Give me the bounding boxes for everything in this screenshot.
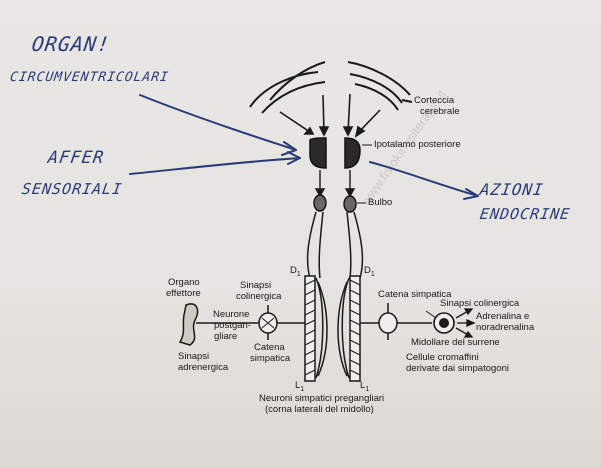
label-neurone-1: Neurone	[213, 310, 249, 320]
right-ganglion	[379, 313, 397, 333]
cortex-arc-right	[355, 84, 398, 110]
spinal-column-left	[305, 276, 315, 381]
label-adrenalina-2: noradrenalina	[476, 323, 534, 333]
pen-note-afferenze-2: SENSORIALI	[21, 180, 124, 198]
label-sinapsi-adr-1: Sinapsi	[178, 352, 209, 362]
label-bulbo: Bulbo	[368, 198, 392, 208]
label-d1-right: D1	[364, 266, 375, 280]
label-catena-left-1: Catena	[254, 343, 285, 353]
pen-note-circumventricolari: CIRCUMVENTRICOLARI	[9, 70, 170, 85]
bulbo-right	[344, 196, 356, 212]
label-midollare: Midollare del surrene	[411, 338, 500, 348]
label-sinapsi-col-left-2: colinergica	[236, 292, 281, 302]
spinal-tracts	[308, 212, 363, 278]
label-organo-1: Organo	[168, 278, 200, 288]
pen-note-organi: ORGAN!	[30, 32, 112, 56]
arrow-afferenze	[130, 158, 300, 174]
hypothalamus-right	[345, 138, 360, 168]
cortex-label-line	[402, 100, 412, 102]
effector-organ	[180, 304, 198, 345]
label-sinapsi-adr-2: adrenergica	[178, 363, 228, 373]
arrow-azioni	[370, 162, 478, 196]
label-neurone-3: gliare	[214, 332, 237, 342]
cortex-arcs	[250, 62, 412, 113]
cortex-arrows	[280, 94, 380, 136]
right-chain	[360, 303, 432, 340]
label-corteccia-1: Corteccia	[414, 96, 454, 106]
label-sinapsi-col-right: Sinapsi colinergica	[440, 299, 519, 309]
cortex-arc-left	[270, 62, 325, 100]
label-organo-2: effettore	[166, 289, 201, 299]
label-cellule-2: derivate dai simpatogoni	[406, 364, 509, 374]
spinal-cord	[305, 276, 360, 381]
spinal-column-right	[350, 276, 360, 381]
label-corteccia-2: cerebrale	[420, 107, 460, 117]
label-adrenalina-1: Adrenalina e	[476, 312, 529, 322]
pen-note-azioni-2: ENDOCRINE	[479, 205, 572, 223]
label-catena-left-2: simpatica	[250, 354, 290, 364]
bulbo-left	[314, 195, 326, 211]
label-sinapsi-col-left-1: Sinapsi	[240, 281, 271, 291]
adrenal-medulla	[434, 313, 454, 333]
cortex-arc-right	[348, 62, 410, 95]
label-cellule-1: Cellule cromaffini	[406, 353, 479, 363]
label-ipotalamo: Ipotalamo posteriore	[374, 140, 461, 150]
cortex-arc-right	[350, 74, 402, 103]
label-neuroni-2: (corna laterali del midollo)	[265, 405, 374, 415]
cortex-arc-left	[250, 72, 318, 107]
label-neurone-2: postgan-	[214, 321, 251, 331]
label-neuroni-1: Neuroni simpatici pregangliari	[259, 394, 384, 404]
pen-note-azioni-1: AZIONI	[479, 180, 545, 199]
hypothalamus-left	[310, 138, 326, 168]
pen-note-afferenze-1: AFFER	[47, 148, 106, 168]
label-d1-left: D1	[290, 266, 301, 280]
